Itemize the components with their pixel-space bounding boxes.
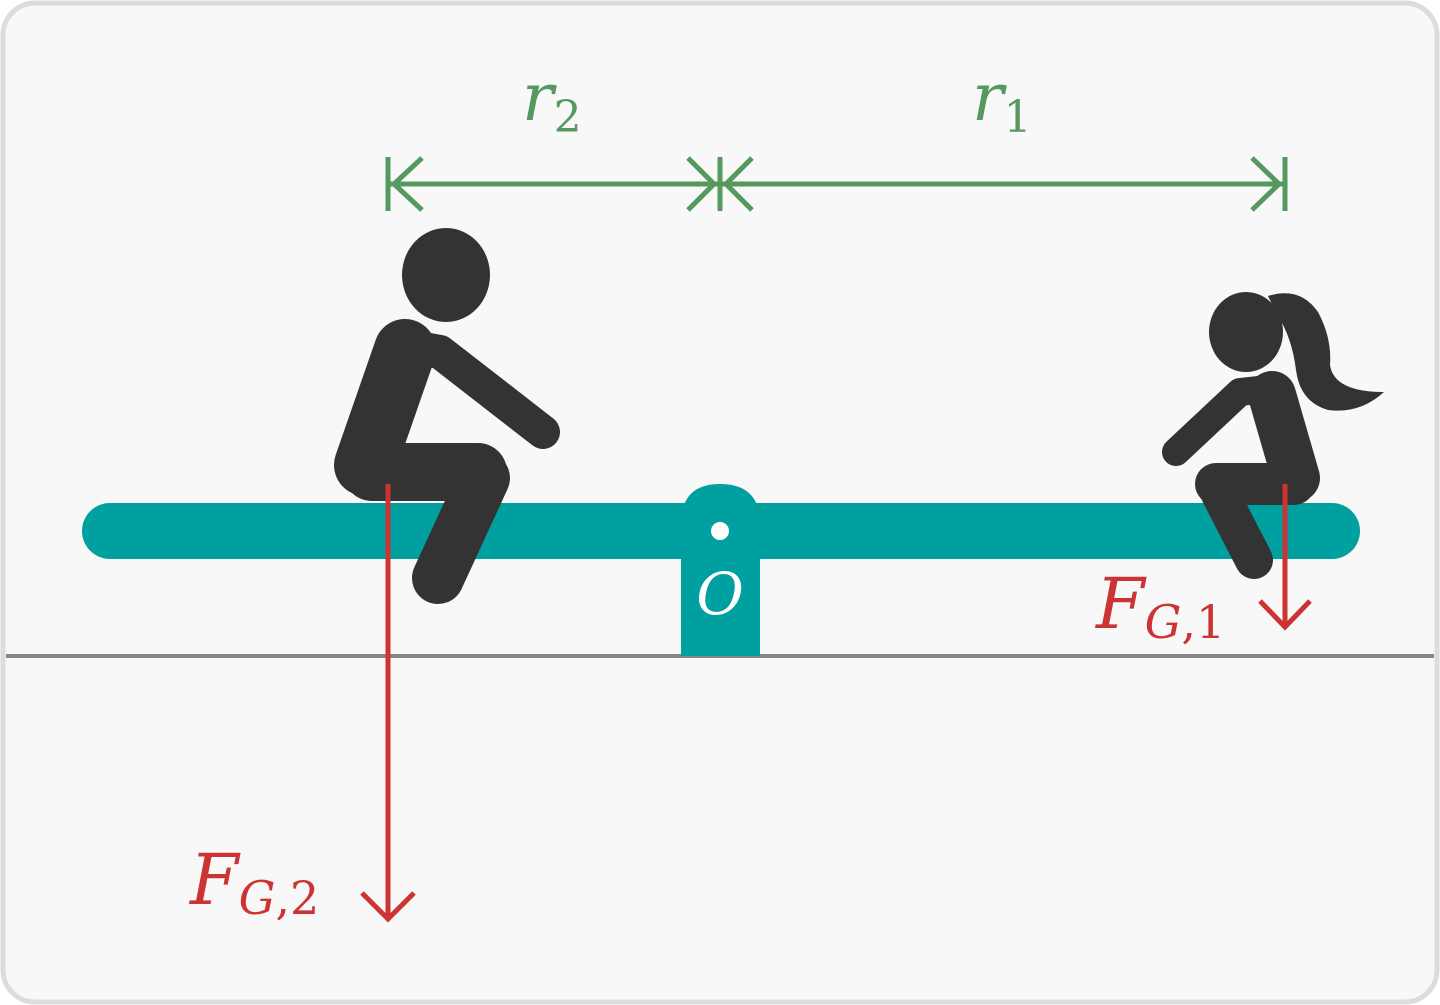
fg1-label: FG,1 (1094, 563, 1225, 649)
man-arm (401, 331, 560, 449)
girl-head (1209, 292, 1283, 372)
girl-sitting-icon (1162, 292, 1384, 579)
r2-left-head (390, 156, 424, 212)
man-shin (412, 452, 510, 604)
fg1-arrow-head (1258, 599, 1312, 631)
pivot-label: O (696, 560, 744, 628)
fg2-label: FG,2 (188, 839, 319, 925)
r1-label: r1 (972, 59, 1032, 143)
girl-arm (1162, 376, 1272, 466)
pivot-hole (711, 522, 729, 540)
force-arrows (360, 484, 1312, 923)
r2-label: r2 (522, 59, 582, 143)
man-head (402, 228, 490, 322)
fg2-arrow-head (360, 891, 416, 923)
distance-arrows (385, 156, 1288, 212)
girl-shin (1201, 475, 1273, 579)
man-sitting-icon (334, 228, 560, 604)
r2-right-head (686, 156, 718, 212)
r1-left-head (722, 156, 754, 212)
girl-ponytail (1268, 293, 1384, 411)
r1-right-head (1250, 156, 1283, 212)
